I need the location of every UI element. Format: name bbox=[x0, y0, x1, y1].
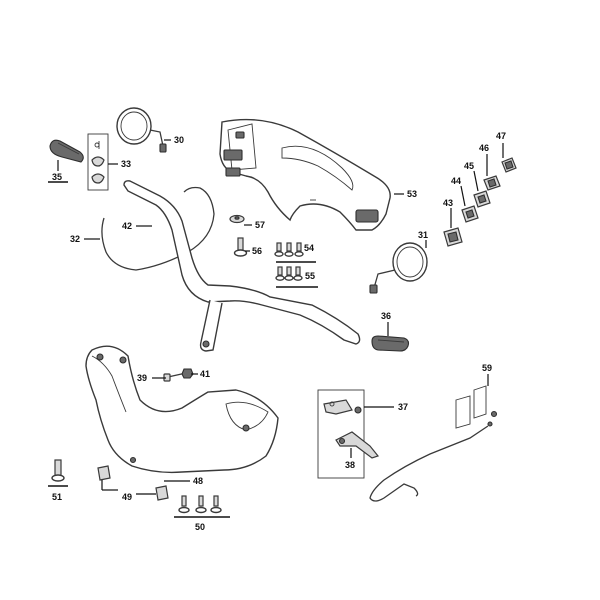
part-37-lever-assembly bbox=[317, 389, 365, 479]
label-48: 48 bbox=[193, 476, 203, 486]
label-43: 43 bbox=[443, 198, 453, 208]
label-46: 46 bbox=[479, 143, 489, 153]
part-30-left-mirror bbox=[116, 107, 167, 153]
part-42-handlebar bbox=[123, 180, 361, 352]
label-59: 59 bbox=[482, 363, 492, 373]
part-54-screws bbox=[274, 242, 304, 257]
part-51-bolt bbox=[51, 459, 65, 482]
label-37: 37 bbox=[398, 402, 408, 412]
leader-44 bbox=[460, 185, 466, 207]
label-53: 53 bbox=[407, 189, 417, 199]
label-44: 44 bbox=[451, 176, 461, 186]
part-57-washer bbox=[229, 214, 245, 224]
label-41: 41 bbox=[200, 369, 210, 379]
part-59-cable bbox=[369, 385, 498, 502]
part-56-bolt bbox=[233, 237, 248, 257]
label-51: 51 bbox=[52, 492, 62, 502]
part-53-front-cover bbox=[219, 118, 391, 231]
part-50-screws bbox=[178, 495, 222, 514]
part-49-clips bbox=[97, 465, 169, 501]
label-56: 56 bbox=[252, 246, 262, 256]
label-33: 33 bbox=[121, 159, 131, 169]
part-45-switch bbox=[473, 190, 491, 208]
part-31-right-mirror bbox=[369, 242, 428, 294]
leader-45 bbox=[473, 170, 479, 192]
label-30: 30 bbox=[174, 135, 184, 145]
part-55-screws bbox=[275, 266, 303, 281]
label-32: 32 bbox=[70, 234, 80, 244]
label-47: 47 bbox=[496, 131, 506, 141]
label-54: 54 bbox=[304, 243, 314, 253]
part-48-rear-cover bbox=[85, 345, 279, 474]
part-36-right-grip bbox=[371, 335, 410, 352]
part-44-switch bbox=[461, 205, 479, 223]
part-46-switch bbox=[483, 175, 501, 191]
label-31: 31 bbox=[418, 230, 428, 240]
part-33-clamp-kit bbox=[87, 133, 109, 191]
part-41-nut bbox=[181, 368, 194, 379]
label-42: 42 bbox=[122, 221, 132, 231]
label-49: 49 bbox=[122, 492, 132, 502]
label-39: 39 bbox=[137, 373, 147, 383]
label-55: 55 bbox=[305, 271, 315, 281]
label-57: 57 bbox=[255, 220, 265, 230]
label-35: 35 bbox=[52, 172, 62, 182]
part-43-switch bbox=[443, 227, 463, 247]
label-45: 45 bbox=[464, 161, 474, 171]
label-36: 36 bbox=[381, 311, 391, 321]
part-38-lever bbox=[335, 431, 380, 459]
label-38: 38 bbox=[345, 460, 355, 470]
label-50: 50 bbox=[195, 522, 205, 532]
part-47-switch bbox=[501, 157, 517, 173]
part-35-left-grip bbox=[49, 139, 84, 163]
